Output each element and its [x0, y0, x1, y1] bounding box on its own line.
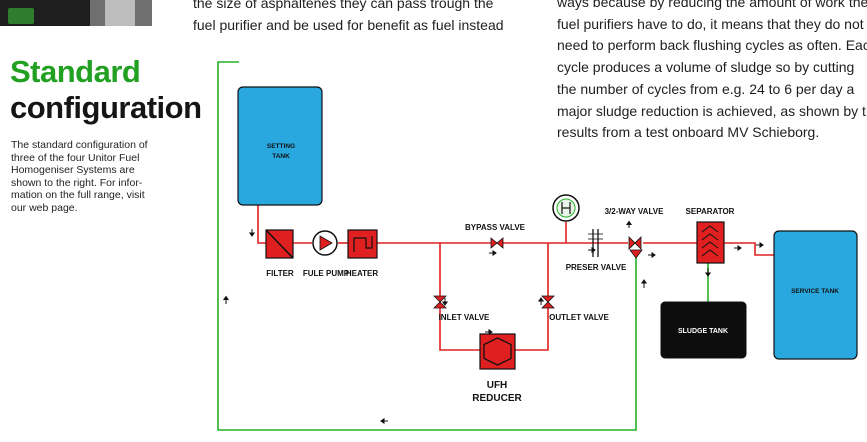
filter-label: FILTER	[266, 269, 294, 278]
intro-paragraph: The standard configuration of three of t…	[11, 139, 161, 214]
photo-detail-green	[8, 8, 34, 24]
heater-label: HEATER	[346, 269, 379, 278]
intro-line: mation on the full range, visit	[11, 189, 145, 201]
bypass-valve-label: BYPASS VALVE	[465, 223, 526, 232]
settling-tank-label: TANK	[272, 153, 290, 160]
middle-line: fuel purifier and be used for benefit as…	[193, 17, 504, 33]
bypass-valve: BYPASS VALVE	[465, 223, 526, 249]
right-line: the number of cycles from e.g. 24 to 6 p…	[557, 80, 855, 97]
ufh-reducer: UFH REDUCER	[472, 333, 523, 404]
photo-detail-light	[105, 0, 135, 26]
sludge-tank: SLUDGE TANK	[660, 301, 747, 359]
return-flow-arrows	[223, 268, 711, 424]
heading-configuration: configuration	[10, 90, 202, 125]
settling-tank-label: SETTING	[267, 143, 295, 150]
inlet-valve: INLET VALVE	[433, 295, 490, 322]
separator-label: SEPARATOR	[686, 207, 735, 216]
ufh-reducer-label: UFH	[487, 380, 508, 391]
right-line: major sludge reduction is achieved, as s…	[557, 102, 867, 119]
right-line: fuel purifiers have to do, it means that…	[557, 15, 864, 32]
intro-line: Homogeniser Systems are	[11, 164, 135, 176]
intro-line: our web page.	[11, 201, 78, 214]
separator: SEPARATOR	[686, 207, 735, 264]
intro-line: shown to the right. For infor-	[11, 176, 143, 189]
filter: FILTER	[265, 229, 294, 278]
fuel-pump: FULE PUMP	[303, 230, 350, 278]
outlet-valve: OUTLET VALVE	[541, 295, 610, 322]
fuel-flow-arrows	[249, 220, 764, 335]
heading-standard: Standard	[10, 54, 141, 89]
right-column-text: ways because by reducing the amount of w…	[557, 0, 867, 144]
sludge-tank-label: SLUDGE TANK	[678, 328, 728, 335]
intro-line: The standard configuration of	[11, 139, 148, 151]
photo-thumbnail	[0, 0, 152, 26]
right-line: ways because by reducing the amount of w…	[557, 0, 867, 10]
service-tank: SERVICE TANK	[773, 230, 858, 360]
intro-line: three of the four Unitor Fuel	[11, 151, 140, 164]
outlet-valve-label: OUTLET VALVE	[549, 313, 609, 322]
pressure-valve: PRESER VALVE	[566, 229, 627, 272]
middle-line: the size of asphaltenes they can pass tr…	[193, 0, 494, 11]
middle-column-text: the size of asphaltenes they can pass tr…	[193, 0, 533, 36]
heater: HEATER	[346, 229, 379, 278]
three-way-valve: 3/2-WAY VALVE	[605, 207, 665, 259]
preser-valve-label: PRESER VALVE	[566, 263, 627, 272]
inlet-valve-label: INLET VALVE	[439, 313, 490, 322]
ufh-reducer-label: REDUCER	[472, 393, 522, 404]
three-way-valve-label: 3/2-WAY VALVE	[605, 207, 665, 216]
right-line: cycle produces a volume of sludge so by …	[557, 59, 855, 76]
fuel-pump-label: FULE PUMP	[303, 269, 350, 278]
right-line: results from a test onboard MV Schieborg…	[557, 124, 820, 141]
right-line: need to perform back flushing cycles as …	[557, 37, 867, 54]
pressure-gauge	[552, 194, 580, 222]
settling-tank: SETTING TANK	[237, 86, 323, 206]
service-tank-label: SERVICE TANK	[791, 288, 839, 295]
